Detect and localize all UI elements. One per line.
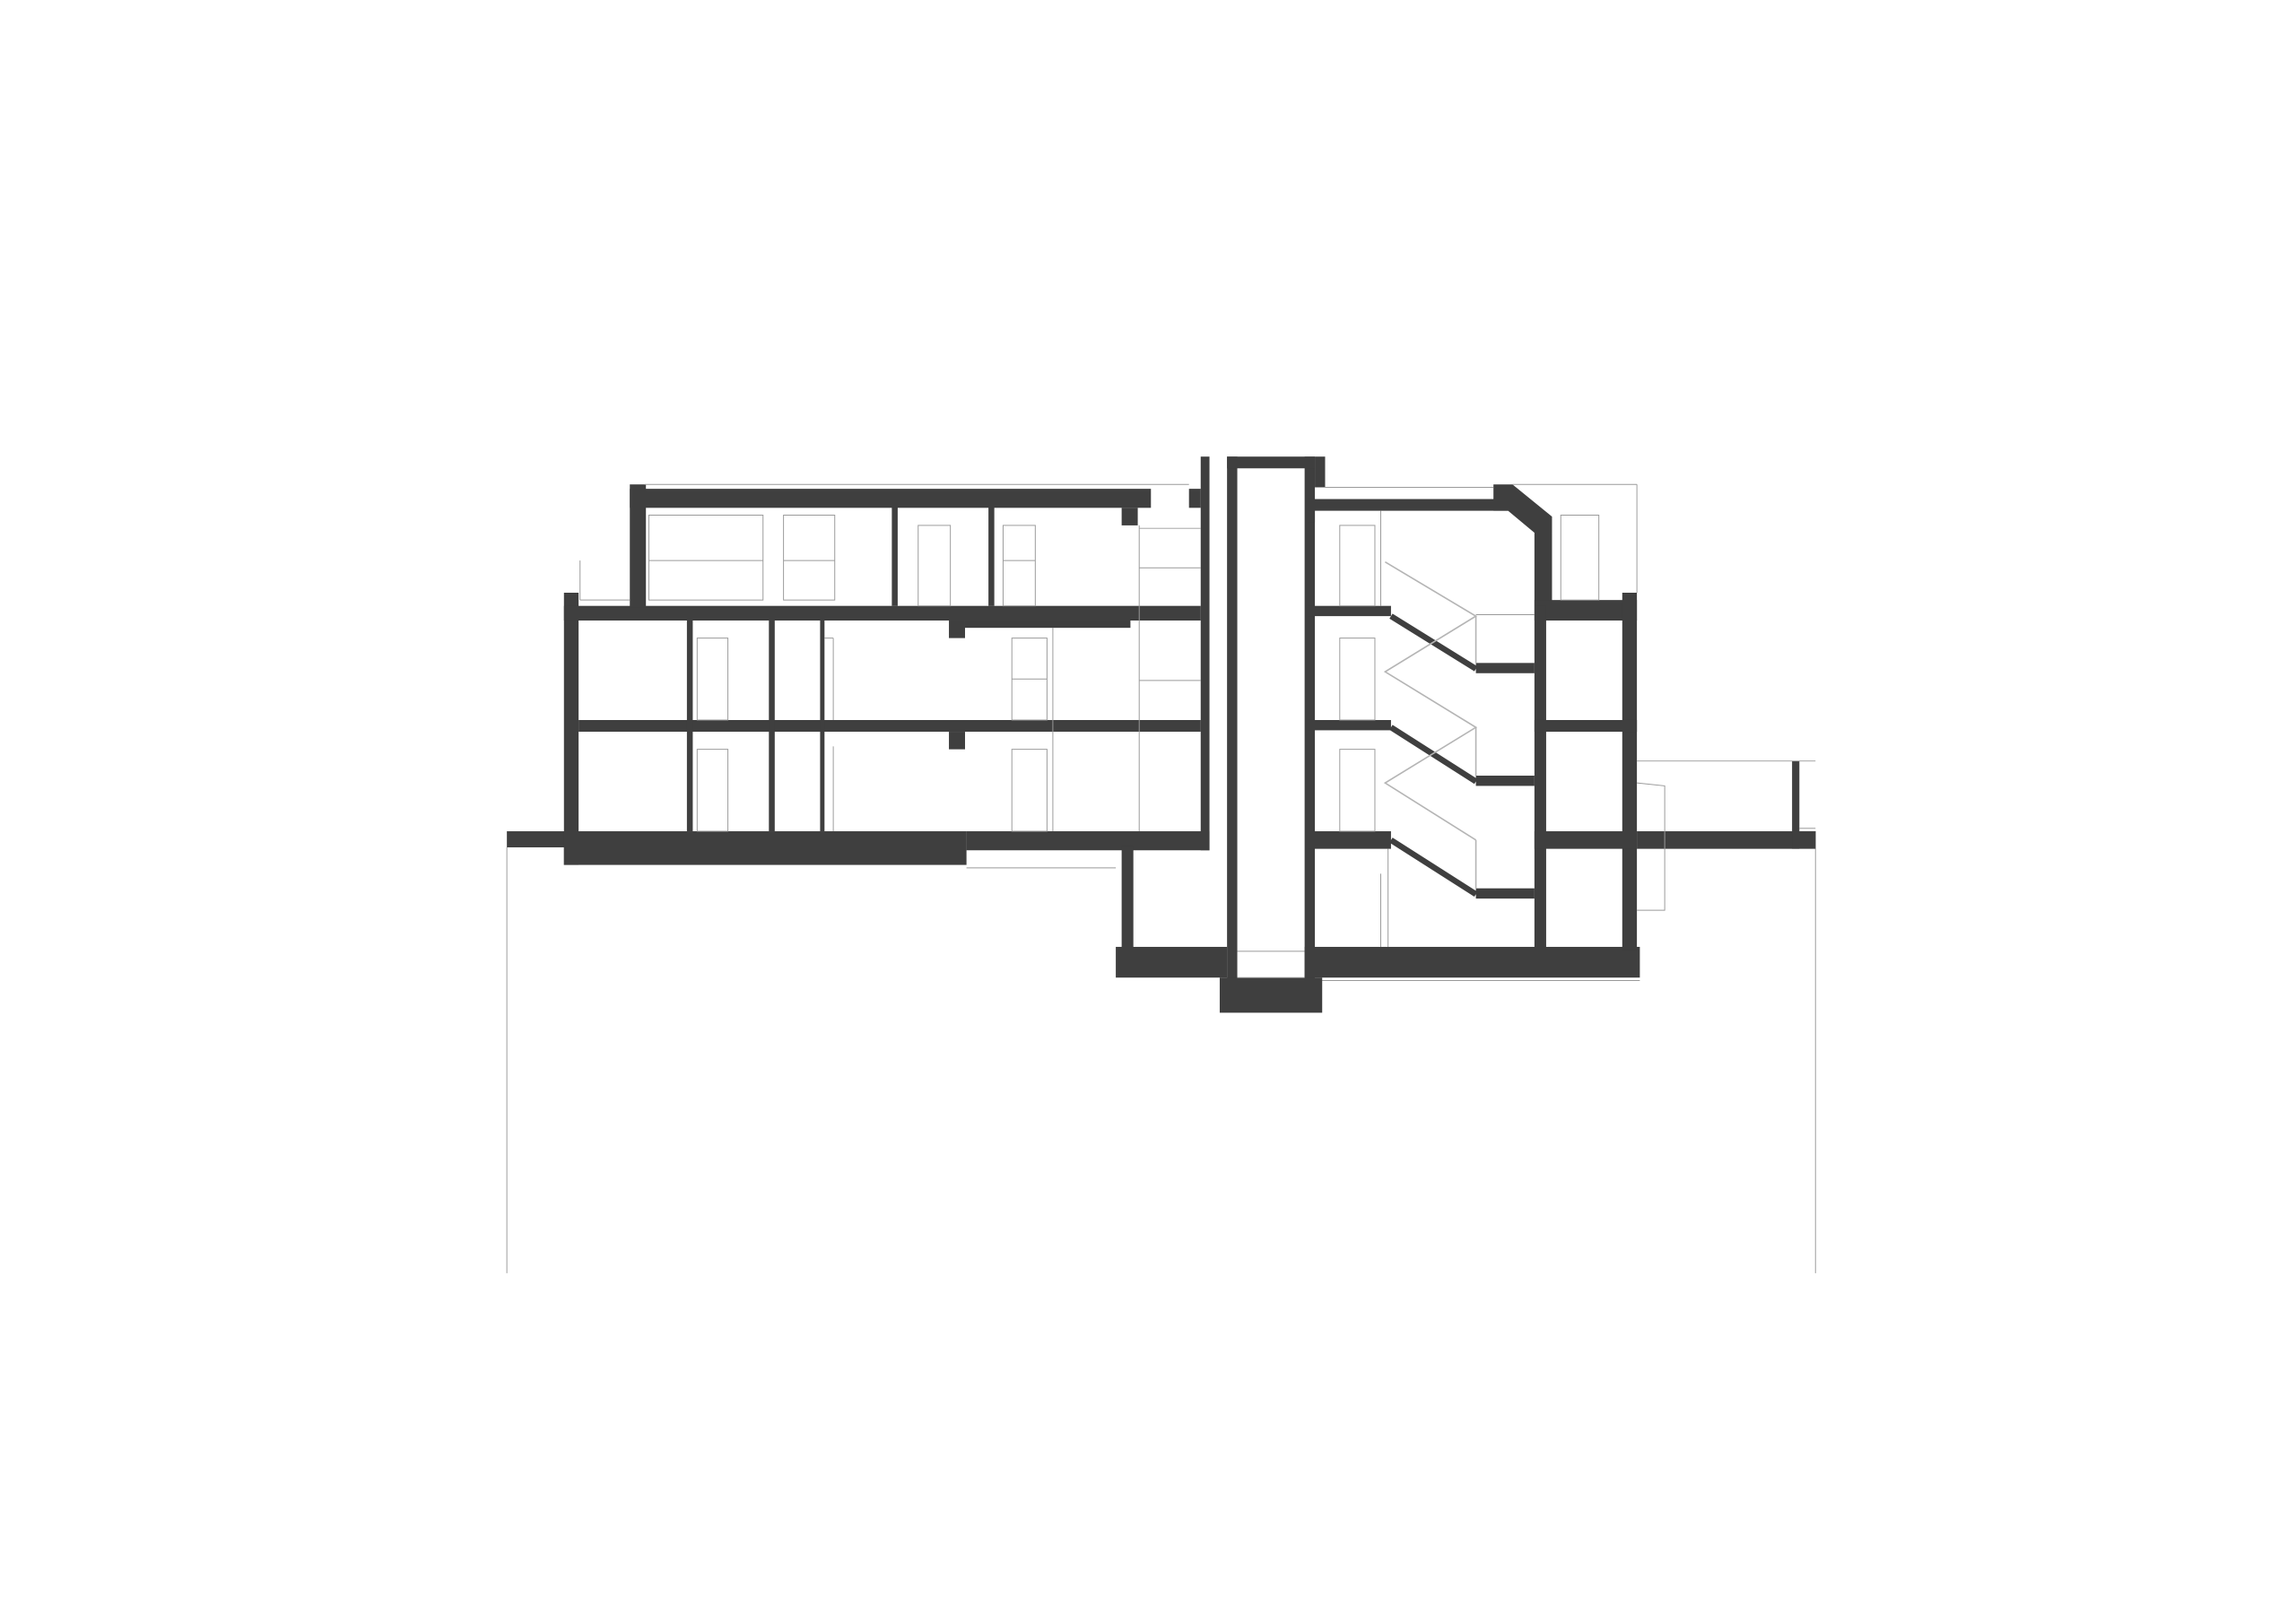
left-wing-walls — [507, 456, 1210, 865]
central-shaft — [1219, 456, 1326, 1013]
ground-lines — [506, 831, 1816, 1273]
right-wing-doors-windows — [1325, 483, 1816, 947]
right-wing-walls — [1307, 484, 1816, 950]
staircase — [1383, 561, 1535, 897]
left-wing-doors-windows — [579, 483, 1201, 832]
basement-walls — [1116, 846, 1640, 978]
